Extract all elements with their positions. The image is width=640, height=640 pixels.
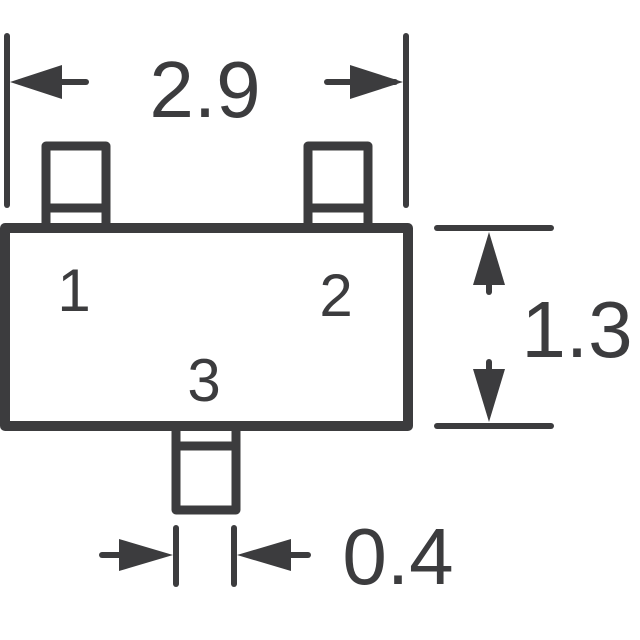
pin-1-label: 1	[57, 257, 90, 324]
arrow-right-icon	[119, 539, 173, 571]
pin-1-lead	[41, 141, 111, 233]
arrow-right-icon	[350, 65, 403, 99]
pin-3-lead	[171, 421, 241, 515]
lead-width-dimension: 0.4	[99, 512, 454, 601]
lead-width-value: 0.4	[342, 512, 453, 601]
pin-2-label: 2	[319, 262, 352, 329]
arrow-left-icon	[10, 65, 62, 99]
length-dimension: 2.9	[4, 33, 409, 208]
arrow-down-icon	[473, 369, 505, 422]
arrow-left-icon	[237, 539, 291, 571]
width-dimension: 1.3	[434, 225, 633, 429]
package-body	[0, 223, 413, 431]
length-value: 2.9	[149, 45, 260, 134]
pin-3-label: 3	[187, 347, 220, 414]
pin-2-lead	[303, 141, 373, 233]
width-value: 1.3	[521, 285, 632, 374]
arrow-up-icon	[473, 232, 505, 285]
